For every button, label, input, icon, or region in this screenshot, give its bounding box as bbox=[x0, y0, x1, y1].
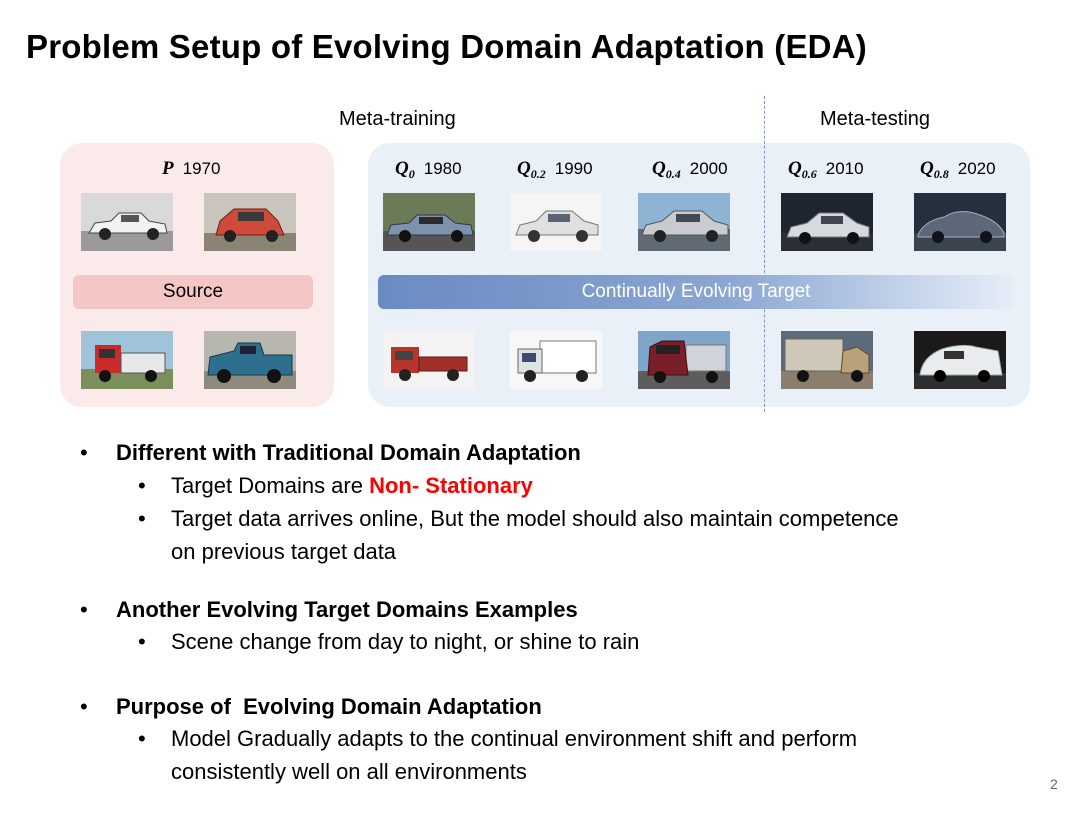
truck-image-2020 bbox=[914, 331, 1006, 389]
bullet-heading-text: Different with Traditional Domain Adapta… bbox=[116, 440, 581, 465]
truck-image-2000 bbox=[638, 331, 730, 389]
car-image-1970-red bbox=[204, 193, 296, 251]
domain-symbol: Q bbox=[788, 158, 802, 179]
car-image-1970-white bbox=[81, 193, 173, 251]
domain-symbol: Q bbox=[517, 158, 531, 179]
domain-subscript: 0.2 bbox=[530, 167, 546, 181]
domain-subscript: 0.6 bbox=[801, 167, 817, 181]
domain-year: 2010 bbox=[825, 159, 864, 178]
bullet-dot: • bbox=[80, 694, 88, 719]
bullet-heading-text: Purpose of Evolving Domain Adaptation bbox=[116, 694, 542, 719]
domain-year: 1990 bbox=[554, 159, 593, 178]
non-stationary-highlight: Non- Stationary bbox=[369, 473, 533, 498]
domain-label-p: P 1970 bbox=[162, 158, 220, 180]
truck-image-1990 bbox=[510, 331, 602, 389]
truck-image-1980 bbox=[383, 331, 475, 389]
slide-title: Problem Setup of Evolving Domain Adaptat… bbox=[26, 28, 867, 65]
domain-label-q08: Q0.8 2020 bbox=[920, 158, 996, 182]
domain-label-q06: Q0.6 2010 bbox=[788, 158, 864, 182]
domain-symbol: Q bbox=[395, 158, 409, 179]
domain-symbol: Q bbox=[652, 158, 666, 179]
bullet-dot: • bbox=[138, 629, 146, 654]
bullet-item-text: consistently well on all environments bbox=[171, 759, 527, 784]
domain-symbol: P bbox=[162, 158, 174, 179]
domain-label-q0: Q0 1980 bbox=[395, 158, 462, 182]
car-image-2020 bbox=[914, 193, 1006, 251]
truck-image-1970-blue bbox=[204, 331, 296, 389]
domain-label-q04: Q0.4 2000 bbox=[652, 158, 728, 182]
domain-year: 2000 bbox=[689, 159, 728, 178]
truck-image-1970-red bbox=[81, 331, 173, 389]
continually-evolving-target-bar: Continually Evolving Target bbox=[378, 275, 1014, 309]
domain-year: 1980 bbox=[423, 159, 462, 178]
bullet-item-text: Target Domains are Non- Stationary bbox=[171, 473, 533, 499]
domain-subscript: 0 bbox=[408, 167, 415, 181]
car-image-1980 bbox=[383, 193, 475, 251]
bullet-dot: • bbox=[80, 597, 88, 622]
bullet-dot: • bbox=[138, 473, 146, 498]
bullet-dot: • bbox=[138, 726, 146, 751]
truck-image-2010 bbox=[781, 331, 873, 389]
page-number: 2 bbox=[1050, 776, 1058, 792]
bullet-item-text: Target data arrives online, But the mode… bbox=[171, 506, 899, 531]
domain-symbol: Q bbox=[920, 158, 934, 179]
domain-year: 2020 bbox=[957, 159, 996, 178]
bullet-item-text: Scene change from day to night, or shine… bbox=[171, 629, 640, 654]
bullet-item-text: on previous target data bbox=[171, 539, 397, 564]
domain-label-q02: Q0.2 1990 bbox=[517, 158, 593, 182]
bullet-heading-text: Another Evolving Target Domains Examples bbox=[116, 597, 578, 622]
domain-subscript: 0.4 bbox=[665, 167, 681, 181]
meta-split-divider bbox=[764, 96, 765, 412]
bullet-item-text: Model Gradually adapts to the continual … bbox=[171, 726, 858, 751]
car-image-2010 bbox=[781, 193, 873, 251]
domain-subscript: 0.8 bbox=[933, 167, 949, 181]
domain-year: 1970 bbox=[182, 159, 221, 178]
bullet-item-prefix: Target Domains are bbox=[171, 473, 370, 498]
bullet-dot: • bbox=[138, 506, 146, 531]
source-bar: Source bbox=[73, 275, 313, 309]
meta-testing-label: Meta-testing bbox=[820, 108, 931, 130]
car-image-1990 bbox=[510, 193, 602, 251]
bullet-dot: • bbox=[80, 440, 88, 465]
meta-training-label: Meta-training bbox=[339, 108, 456, 130]
car-image-2000 bbox=[638, 193, 730, 251]
